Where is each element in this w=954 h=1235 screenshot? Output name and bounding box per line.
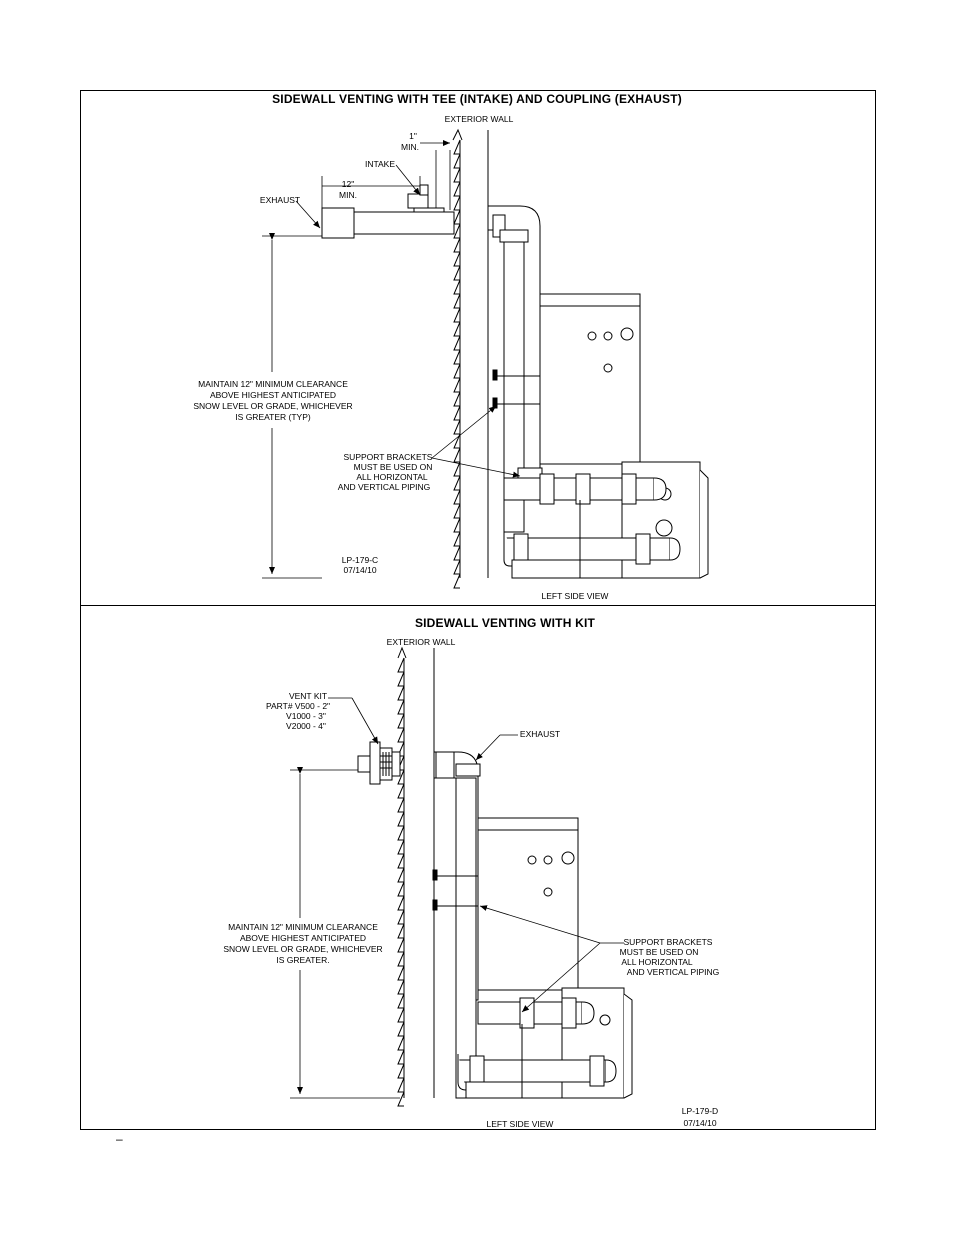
top-exterior-wall bbox=[452, 128, 489, 589]
bottom-brackets-line4: AND VERTICAL PIPING bbox=[627, 967, 720, 977]
bottom-brackets-line2: MUST BE USED ON bbox=[620, 947, 699, 957]
bottom-ventkit-line4: V2000 - 4" bbox=[286, 721, 326, 731]
bottom-exhaust-label: EXHAUST bbox=[520, 729, 560, 739]
bottom-clearance-line4: IS GREATER. bbox=[276, 955, 329, 965]
top-intake-label: INTAKE bbox=[365, 159, 395, 169]
bottom-diagram-panel bbox=[80, 605, 876, 1130]
bottom-brackets-line3: ALL HORIZONTAL bbox=[621, 957, 693, 967]
bottom-ventkit-line2: PART# V500 - 2" bbox=[266, 701, 330, 711]
bottom-clearance-line3: SNOW LEVEL OR GRADE, WHICHEVER bbox=[223, 944, 382, 954]
top-brackets-line4: AND VERTICAL PIPING bbox=[338, 482, 431, 492]
bottom-ventkit-line1: VENT KIT bbox=[289, 691, 327, 701]
top-one-inch-dimension bbox=[420, 140, 451, 210]
top-exterior-wall-label: EXTERIOR WALL bbox=[445, 114, 514, 124]
top-exhaust-pipe bbox=[321, 207, 455, 239]
bottom-drawing-date: 07/14/10 bbox=[683, 1118, 716, 1128]
top-clearance-line4: IS GREATER (TYP) bbox=[235, 412, 311, 422]
top-clearance-dimension bbox=[262, 233, 322, 579]
top-twelve-inch-dimension bbox=[321, 176, 421, 210]
top-one-inch-min: MIN. bbox=[401, 142, 419, 152]
top-horizontal-piping bbox=[503, 473, 681, 579]
bottom-drawing-code: LP-179-D bbox=[682, 1106, 718, 1116]
bottom-title: SIDEWALL VENTING WITH KIT bbox=[415, 616, 596, 630]
bottom-view-label: LEFT SIDE VIEW bbox=[487, 1119, 554, 1129]
top-brackets-line3: ALL HORIZONTAL bbox=[356, 472, 428, 482]
bottom-clearance-line2: ABOVE HIGHEST ANTICIPATED bbox=[240, 933, 366, 943]
top-brackets-line2: MUST BE USED ON bbox=[354, 462, 433, 472]
top-exhaust-label: EXHAUST bbox=[260, 195, 300, 205]
top-view-label: LEFT SIDE VIEW bbox=[542, 591, 609, 601]
top-drawing-date: 07/14/10 bbox=[343, 565, 376, 575]
top-clearance-line3: SNOW LEVEL OR GRADE, WHICHEVER bbox=[193, 401, 352, 411]
top-twelve-min: MIN. bbox=[339, 190, 357, 200]
bottom-exterior-wall bbox=[397, 646, 435, 1107]
bottom-horizontal-piping bbox=[457, 997, 617, 1099]
bottom-exterior-wall-label: EXTERIOR WALL bbox=[387, 637, 456, 647]
top-boiler bbox=[539, 293, 709, 579]
bottom-vertical-piping bbox=[432, 751, 481, 1099]
bottom-clearance-line1: MAINTAIN 12" MINIMUM CLEARANCE bbox=[228, 922, 378, 932]
top-clearance-line2: ABOVE HIGHEST ANTICIPATED bbox=[210, 390, 336, 400]
top-clearance-line1: MAINTAIN 12" MINIMUM CLEARANCE bbox=[198, 379, 348, 389]
top-one-inch-label: 1" bbox=[409, 131, 417, 141]
bottom-clearance-dimension bbox=[290, 767, 400, 1099]
top-twelve-label: 12" bbox=[342, 179, 354, 189]
bottom-brackets-line1: SUPPORT BRACKETS bbox=[624, 937, 713, 947]
top-drawing-code: LP-179-C bbox=[342, 555, 378, 565]
bottom-boiler bbox=[477, 817, 633, 1099]
bottom-ventkit-line3: V1000 - 3" bbox=[286, 711, 326, 721]
bottom-vent-kit bbox=[357, 741, 401, 785]
page-mark: – bbox=[116, 1132, 123, 1146]
top-title: SIDEWALL VENTING WITH TEE (INTAKE) AND C… bbox=[272, 92, 682, 106]
top-brackets-line1: SUPPORT BRACKETS bbox=[344, 452, 433, 462]
